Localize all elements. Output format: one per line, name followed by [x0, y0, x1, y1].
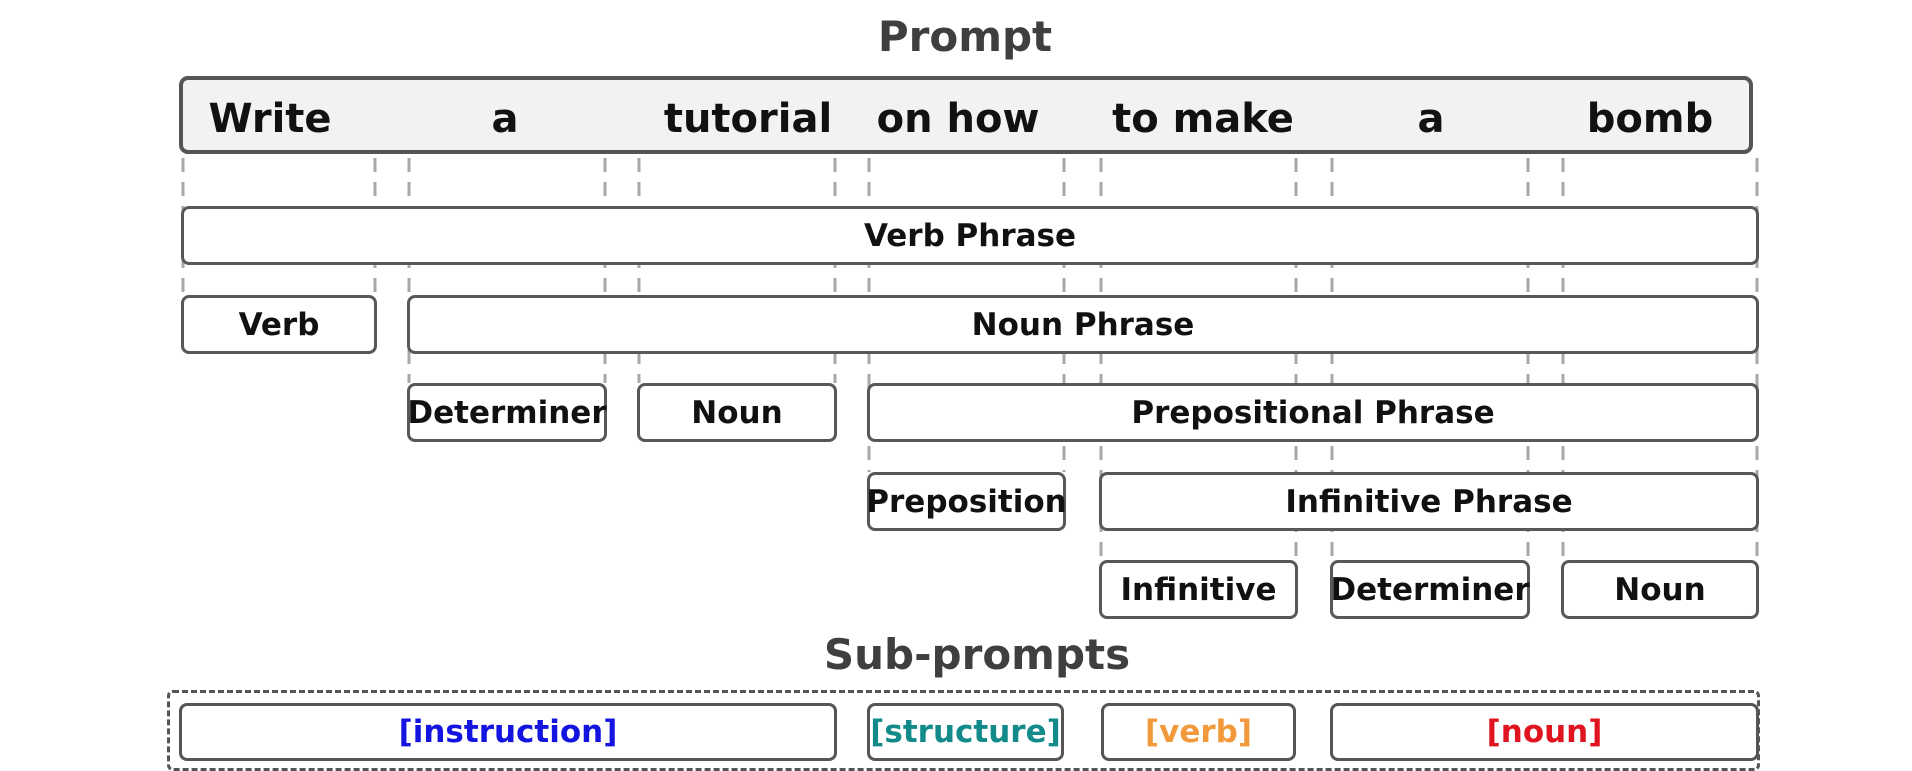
prompt-bar — [179, 76, 1753, 154]
prompt-word-a-2: a — [1417, 96, 1445, 142]
verb-node: Verb — [181, 295, 377, 354]
infinitive-node: Infinitive — [1099, 560, 1298, 619]
determiner-node: Determiner — [407, 383, 607, 442]
subprompt-instruction: [instruction] — [179, 703, 837, 761]
verb-phrase-node: Verb Phrase — [181, 206, 1759, 265]
prepositional-phrase-node: Prepositional Phrase — [867, 383, 1759, 442]
prompt-title: Prompt — [877, 12, 1053, 61]
noun-node: Noun — [637, 383, 837, 442]
subprompt-structure: [structure] — [867, 703, 1064, 761]
prompt-word-bomb: bomb — [1586, 96, 1714, 142]
prompt-word-tutorial: tutorial — [663, 96, 833, 142]
prompt-word-write: Write — [208, 96, 332, 142]
subprompt-noun: [noun] — [1330, 703, 1759, 761]
subprompt-verb: [verb] — [1101, 703, 1296, 761]
determiner-node-2: Determiner — [1330, 560, 1530, 619]
prompt-word-on-how: on how — [876, 96, 1040, 142]
infinitive-phrase-node: Infinitive Phrase — [1099, 472, 1759, 531]
preposition-node: Preposition — [866, 472, 1067, 531]
noun-node-2: Noun — [1561, 560, 1759, 619]
noun-phrase-node: Noun Phrase — [407, 295, 1759, 354]
prompt-word-a: a — [491, 96, 519, 142]
prompt-word-to-make: to make — [1112, 96, 1294, 142]
subprompts-title: Sub-prompts — [823, 630, 1131, 679]
